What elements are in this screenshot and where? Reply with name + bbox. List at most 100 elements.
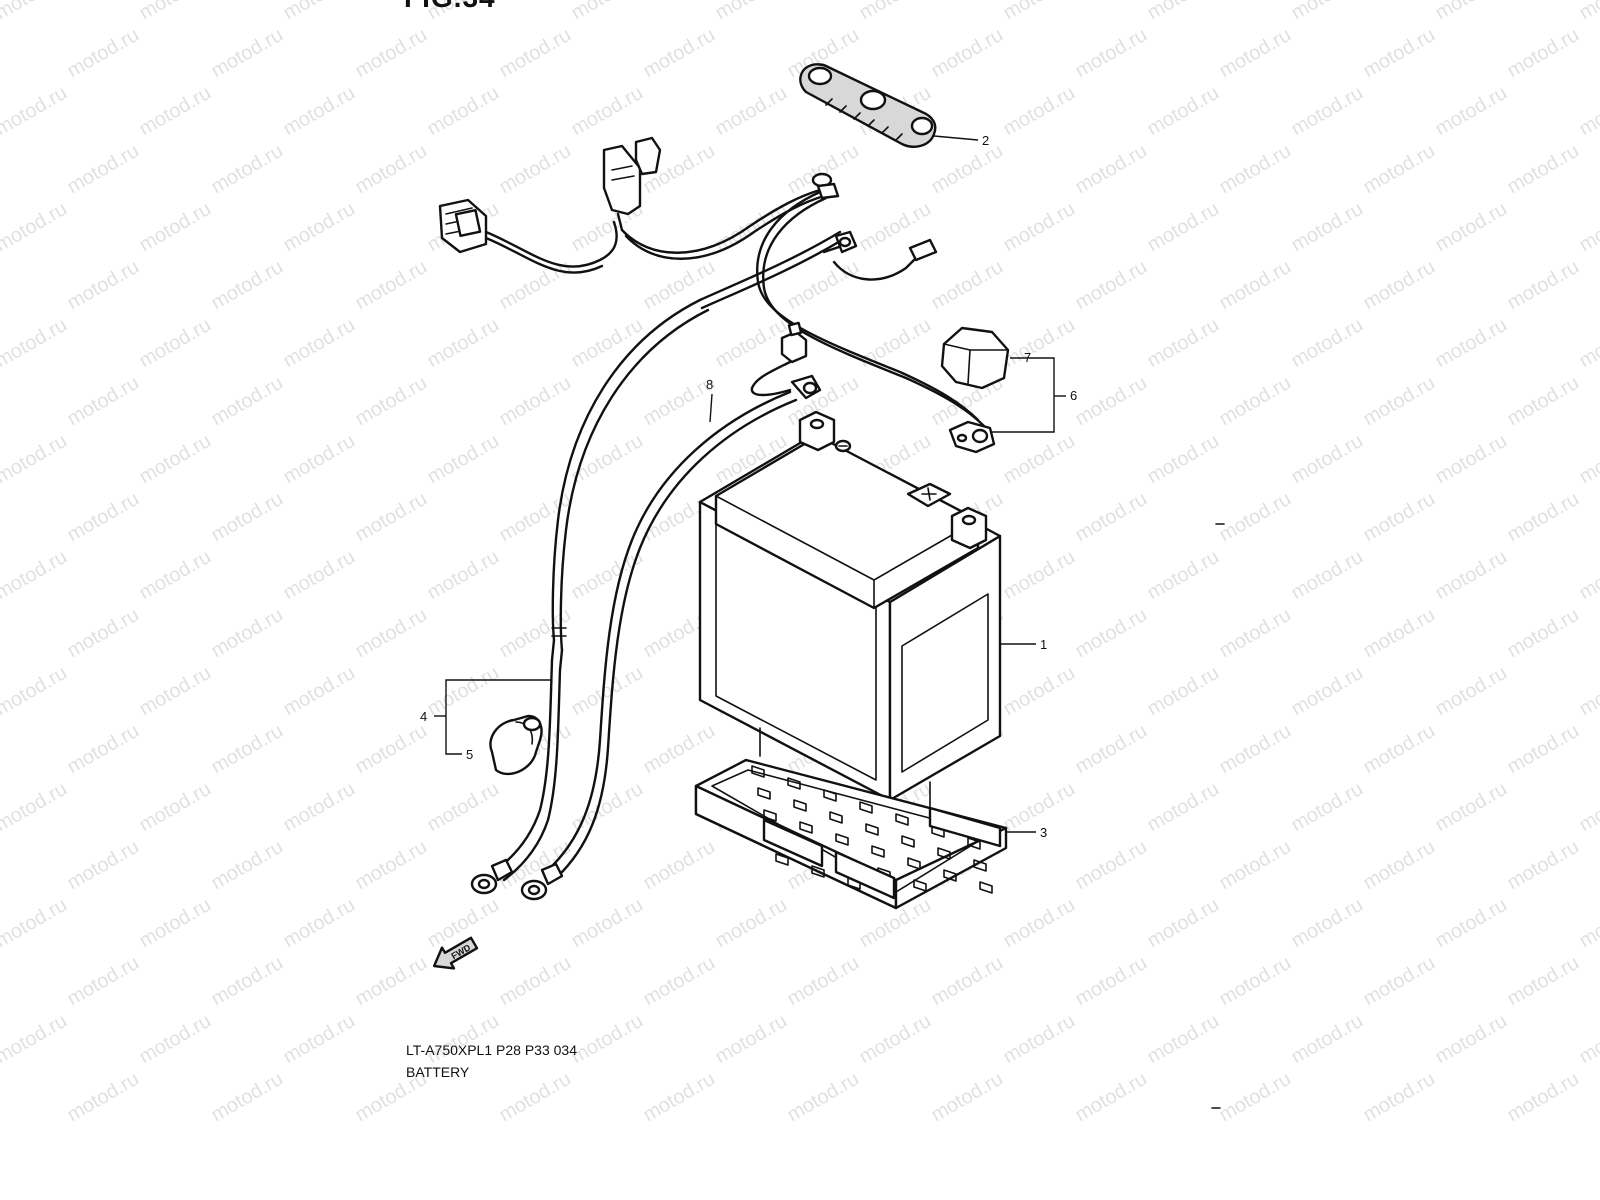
watermark-text: motod.ru (424, 662, 503, 721)
negative-lead-wire (520, 321, 822, 901)
watermark-text: motod.ru (136, 430, 215, 489)
watermark-text: motod.ru (208, 140, 287, 199)
watermark-text: motod.ru (1504, 604, 1583, 663)
terminal-cover (940, 326, 1010, 390)
callout-labels: 2 1 3 7 6 8 4 5 (420, 133, 1077, 840)
watermark-text: motod.ru (640, 24, 719, 83)
watermark-text: motod.ru (1000, 546, 1079, 605)
watermark-text: motod.ru (1144, 430, 1223, 489)
watermark-text: motod.ru (1432, 662, 1511, 721)
watermark-text: motod.ru (1288, 314, 1367, 373)
watermark-text: motod.ru (1360, 24, 1439, 83)
watermark-text: motod.ru (640, 1068, 719, 1127)
watermark-text: motod.ru (1144, 0, 1223, 24)
watermark-text: motod.ru (568, 1010, 647, 1069)
watermark-text: motod.ru (0, 894, 71, 953)
watermark-text: motod.ru (1144, 1010, 1223, 1069)
watermark-text: motod.ru (568, 314, 647, 373)
watermark-text: motod.ru (1000, 662, 1079, 721)
callout-4: 4 (420, 709, 427, 724)
watermark-text: motod.ru (1072, 952, 1151, 1011)
watermark-text: motod.ru (1504, 140, 1583, 199)
watermark-text: motod.ru (64, 720, 143, 779)
watermark-text: motod.ru (1216, 372, 1295, 431)
watermark-text: motod.ru (208, 952, 287, 1011)
watermark-text: motod.ru (496, 952, 575, 1011)
tray-slot (757, 787, 771, 800)
watermark-text: motod.ru (280, 778, 359, 837)
watermark-text: motod.ru (784, 952, 863, 1011)
watermark-text: motod.ru (1576, 314, 1600, 373)
callout-2: 2 (982, 133, 989, 148)
terminal-cap (489, 714, 543, 776)
watermark-text: motod.ru (0, 1010, 71, 1069)
watermark-text: motod.ru (64, 256, 143, 315)
watermark-text: motod.ru (64, 604, 143, 663)
watermark-text: motod.ru (568, 0, 647, 24)
watermark-text: motod.ru (136, 778, 215, 837)
watermark-text: motod.ru (1216, 1068, 1295, 1127)
watermark-text: motod.ru (712, 1010, 791, 1069)
watermark-text: motod.ru (208, 256, 287, 315)
tray-slot (865, 823, 879, 836)
watermark-text: motod.ru (1072, 372, 1151, 431)
watermark-text: motod.ru (208, 836, 287, 895)
watermark-text: motod.ru (1360, 140, 1439, 199)
watermark-text: motod.ru (1144, 198, 1223, 257)
watermark-text: motod.ru (208, 1068, 287, 1127)
watermark-text: motod.ru (928, 256, 1007, 315)
watermark-text: motod.ru (1288, 662, 1367, 721)
callout-5: 5 (466, 747, 473, 762)
watermark-text: motod.ru (1000, 1010, 1079, 1069)
tray-slot (973, 859, 987, 872)
watermark-text: motod.ru (496, 604, 575, 663)
watermark-text: motod.ru (352, 140, 431, 199)
tray-slot (901, 835, 915, 848)
tray-slot (793, 799, 807, 812)
watermark-text: motod.ru (1432, 1010, 1511, 1069)
tray-slot (763, 809, 777, 822)
watermark-text: motod.ru (1360, 256, 1439, 315)
watermark-text: motod.ru (1504, 372, 1583, 431)
watermark-text: motod.ru (568, 430, 647, 489)
watermark-text: motod.ru (1432, 82, 1511, 141)
watermark-text: motod.ru (496, 372, 575, 431)
watermark-text: motod.ru (424, 82, 503, 141)
tray-slot (943, 869, 957, 882)
watermark-text: motod.ru (280, 314, 359, 373)
watermark-text: motod.ru (64, 1068, 143, 1127)
watermark-text: motod.ru (1576, 430, 1600, 489)
watermark-text: motod.ru (424, 0, 503, 24)
watermark-text: motod.ru (352, 604, 431, 663)
watermark-text: motod.ru (568, 894, 647, 953)
watermark-text: motod.ru (568, 82, 647, 141)
callout-3: 3 (1040, 825, 1047, 840)
watermark-text: motod.ru (1072, 24, 1151, 83)
watermark-text: motod.ru (640, 836, 719, 895)
tray-slot (835, 833, 849, 846)
watermark-text: motod.ru (64, 24, 143, 83)
watermark-text: motod.ru (0, 314, 71, 373)
watermark-text: motod.ru (1072, 604, 1151, 663)
watermark-text: motod.ru (64, 836, 143, 895)
battery-holder-strap (799, 63, 937, 148)
watermark-text: motod.ru (0, 662, 71, 721)
watermark-text: motod.ru (64, 952, 143, 1011)
watermark-text: motod.ru (424, 546, 503, 605)
watermark-text: motod.ru (928, 952, 1007, 1011)
tray-slot (967, 837, 981, 850)
watermark-text: motod.ru (280, 430, 359, 489)
watermark-text: motod.ru (1576, 82, 1600, 141)
watermark-text: motod.ru (0, 0, 71, 24)
watermark-text: motod.ru (1360, 1068, 1439, 1127)
watermark-text: motod.ru (496, 1068, 575, 1127)
watermark-text: motod.ru (424, 314, 503, 373)
watermark-text: motod.ru (1288, 198, 1367, 257)
watermark-text: motod.ru (1000, 314, 1079, 373)
watermark-text: motod.ru (280, 198, 359, 257)
tray-slot (859, 801, 873, 814)
watermark-text: motod.ru (1504, 952, 1583, 1011)
watermark-text: motod.ru (0, 546, 71, 605)
watermark-text: motod.ru (64, 372, 143, 431)
